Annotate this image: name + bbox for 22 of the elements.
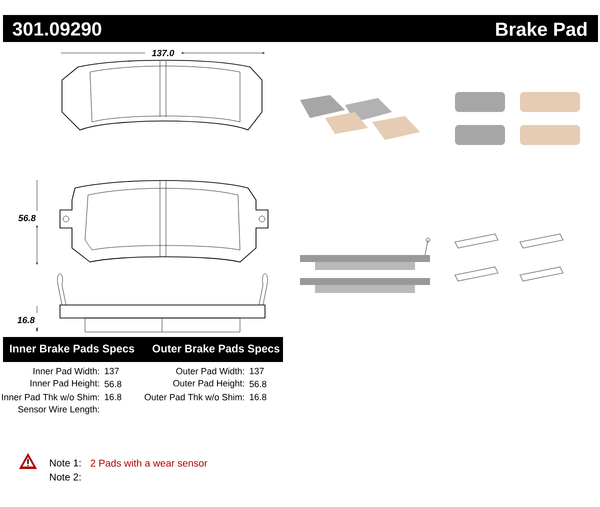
spec-value: 137	[104, 368, 119, 374]
spec-value: 56.8	[250, 380, 266, 388]
title: Brake Pad	[496, 22, 587, 36]
dimension-label: 56.8	[18, 214, 36, 222]
table-header: Inner Brake Pads Specs Outer Brake Pads Specs	[3, 337, 283, 362]
spec-value: 137	[250, 368, 264, 374]
spec-value: 16.8	[104, 394, 122, 400]
dimension-label: 16.8	[17, 316, 35, 324]
spec-value: 56.8	[104, 380, 122, 388]
spec-label: Inner Pad Height:	[30, 380, 99, 388]
spec-label: Outer Pad Thk w/o Shim:	[144, 394, 244, 400]
spec-label: Inner Pad Thk w/o Shim:	[2, 394, 99, 400]
spec-label: Outer Pad Width:	[176, 368, 244, 374]
spec-label: Sensor Wire Length:	[18, 406, 99, 414]
part-number: 301.09290	[12, 22, 102, 36]
dimension-label: 137.0	[152, 50, 174, 56]
spec-label: Outer Pad Height:	[173, 380, 244, 388]
note-label: Note 1:	[50, 460, 81, 466]
spec-label: Inner Pad Width:	[34, 368, 99, 374]
note-text: 2 Pads with a wear sensor	[90, 459, 208, 467]
spec-value: 16.8	[250, 394, 266, 400]
note-label: Note 2:	[50, 473, 81, 481]
